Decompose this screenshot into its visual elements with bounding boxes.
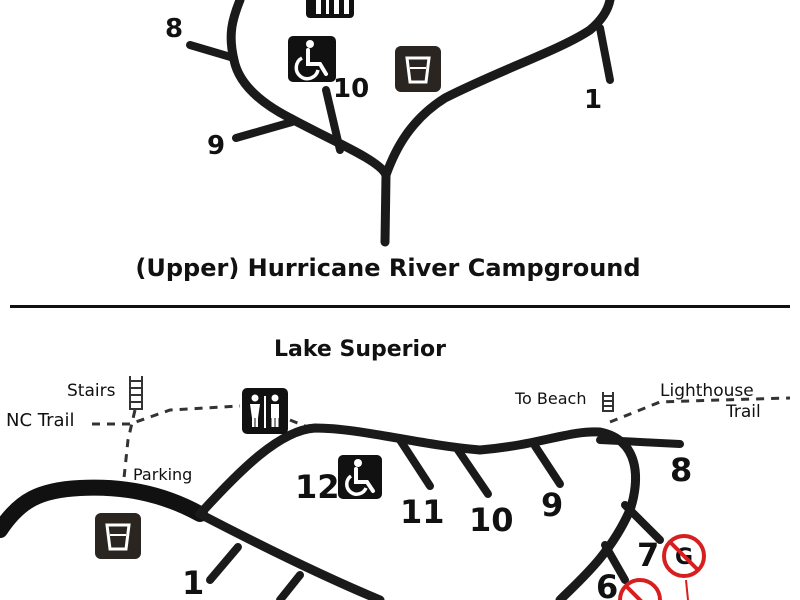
no-generator-icon-2 bbox=[618, 578, 662, 600]
stairs-trail-path bbox=[122, 409, 137, 479]
section-divider bbox=[10, 305, 790, 308]
lower-restroom-icon bbox=[242, 388, 288, 434]
lower-site-9: 9 bbox=[541, 486, 563, 524]
lower-campground: Lake Superior Stairs NC Trail Parking To… bbox=[0, 337, 791, 600]
upper-site-9: 9 bbox=[207, 131, 225, 161]
lighthouse-label: Lighthouse bbox=[660, 381, 754, 401]
lighthouse-trail-path bbox=[609, 396, 791, 424]
lower-site-6: 6 bbox=[596, 568, 618, 600]
upper-spur-10 bbox=[322, 86, 344, 154]
lower-site-10: 10 bbox=[469, 501, 514, 539]
wheelchair-icon bbox=[288, 36, 336, 82]
lower-site-1: 1 bbox=[182, 564, 204, 600]
lower-site-8: 8 bbox=[670, 451, 692, 489]
stairs-icon bbox=[129, 376, 143, 410]
to-beach-label: To Beach bbox=[514, 389, 587, 408]
lower-spur-6 bbox=[601, 541, 629, 584]
nc-trail-label: NC Trail bbox=[6, 410, 75, 431]
lighthouse-trail-label: Trail bbox=[725, 402, 761, 422]
upper-loop-road-east bbox=[381, 0, 615, 180]
lower-spur-1 bbox=[206, 543, 242, 584]
upper-site-1: 1 bbox=[584, 85, 602, 115]
lower-spur-9 bbox=[531, 442, 564, 488]
entry-road bbox=[0, 479, 208, 538]
lake-superior-label: Lake Superior bbox=[274, 337, 446, 362]
lower-site-12: 12 bbox=[295, 468, 340, 506]
parking-label: Parking bbox=[133, 465, 192, 484]
lower-loop-road bbox=[195, 423, 640, 600]
lower-site-11: 11 bbox=[400, 493, 445, 531]
upper-spur-8 bbox=[186, 41, 238, 62]
upper-loop-road bbox=[226, 0, 391, 247]
lower-loop-road-inner bbox=[195, 509, 385, 600]
lower-spur-7 bbox=[621, 501, 664, 544]
upper-site-8: 8 bbox=[165, 14, 183, 44]
upper-spur-9 bbox=[232, 118, 296, 142]
lower-spur-2 bbox=[276, 571, 304, 600]
no-generator-line bbox=[685, 579, 689, 600]
upper-campground-title: (Upper) Hurricane River Campground bbox=[135, 254, 640, 282]
no-generator-icon: G bbox=[662, 534, 706, 578]
lower-spur-10a bbox=[454, 446, 492, 498]
stairs-label: Stairs bbox=[67, 381, 116, 401]
lower-site-7: 7 bbox=[637, 536, 659, 574]
nc-trail-path bbox=[92, 404, 241, 426]
beach-stairs-icon bbox=[602, 392, 614, 412]
water-icon bbox=[395, 46, 441, 92]
upper-campground: 8 10 9 1 (Upper) Hurricane River Campgro… bbox=[135, 0, 641, 282]
lower-wheelchair-icon bbox=[338, 455, 382, 499]
upper-site-10: 10 bbox=[333, 74, 369, 104]
lower-spur-8 bbox=[596, 436, 684, 448]
lower-water-icon bbox=[95, 513, 141, 559]
lower-spur-11 bbox=[396, 436, 434, 490]
restroom-icon bbox=[306, 0, 354, 18]
upper-spur-1 bbox=[596, 24, 614, 84]
